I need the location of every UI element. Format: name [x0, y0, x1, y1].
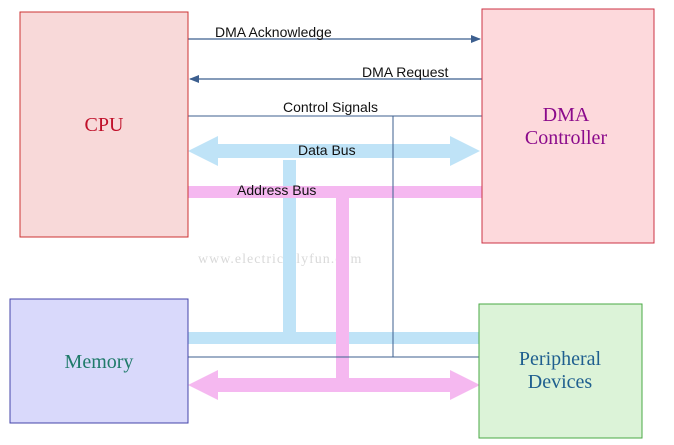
dma-controller-label-line1: DMA — [543, 104, 590, 126]
peripheral-label-line2: Devices — [528, 371, 593, 393]
address-bus-vertical — [336, 198, 349, 378]
address-bus-label: Address Bus — [237, 182, 316, 198]
dma-controller-label-line2: Controller — [525, 127, 608, 149]
memory-label: Memory — [65, 351, 134, 373]
dma-request-label: DMA Request — [362, 64, 448, 80]
dma-acknowledge-label: DMA Acknowledge — [215, 24, 332, 40]
control-signals-label: Control Signals — [283, 99, 378, 115]
data-bus-lower — [188, 332, 479, 344]
peripheral-label-line1: Peripheral — [519, 348, 602, 370]
cpu-block: CPU — [19, 11, 189, 238]
address-bus-upper — [188, 186, 482, 198]
cpu-label: CPU — [85, 114, 124, 136]
dma-controller-block: DMA Controller — [481, 8, 655, 244]
watermark-text: www.electricallyfun.com — [198, 252, 362, 267]
address-bus-arrow — [188, 370, 480, 400]
memory-block: Memory — [9, 298, 189, 424]
data-bus-arrow — [188, 136, 480, 166]
data-bus-label: Data Bus — [298, 142, 356, 158]
peripheral-devices-block: Peripheral Devices — [478, 303, 643, 439]
data-bus-vertical — [283, 160, 296, 338]
